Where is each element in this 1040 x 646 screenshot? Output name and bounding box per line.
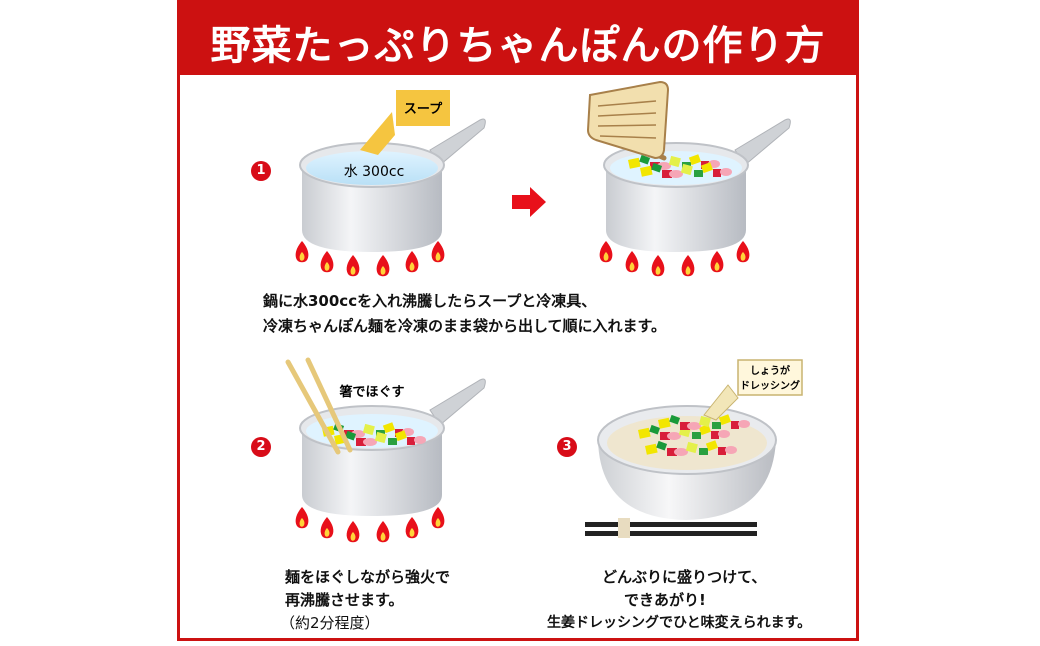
- water-label: 水 300cc: [344, 164, 405, 180]
- step-badge-2: 2: [251, 437, 271, 457]
- step1-desc-line1: 鍋に水300ccを入れ沸騰したらスープと冷凍具、: [263, 292, 597, 310]
- step2-desc-line2: 再沸騰させます。: [285, 591, 404, 609]
- dressing-label-line1: しょうが: [750, 364, 791, 377]
- step3-desc-line3: 生姜ドレッシングでひと味変えられます。: [547, 615, 812, 631]
- chopsticks-label: 箸でほぐす: [339, 384, 404, 400]
- arrow-right-icon: [512, 187, 546, 217]
- bowl-icon: [597, 405, 777, 520]
- dressing-packet-icon: [703, 359, 803, 421]
- recipe-card: 野菜たっぷりちゃんぽんの作り方: [177, 0, 859, 641]
- chopsticks-icon: [285, 357, 353, 455]
- step-badge-1: 1: [251, 161, 271, 181]
- pot-icon: [603, 118, 791, 252]
- step3-desc-line2: できあがり!: [624, 591, 706, 609]
- page-title: 野菜たっぷりちゃんぽんの作り方: [210, 23, 826, 69]
- step1-desc-line2: 冷凍ちゃんぽん麺を冷凍のまま袋から出して順に入れます。: [263, 317, 667, 335]
- step-badge-3: 3: [557, 437, 577, 457]
- step2-desc-line1: 麺をほぐしながら強火で: [285, 568, 451, 586]
- step2-desc-line3: （約2分程度）: [280, 614, 380, 632]
- step3-desc-line1: どんぶりに盛りつけて、: [602, 568, 767, 586]
- soup-packet-icon: [360, 90, 450, 155]
- chopsticks-icon: [585, 518, 757, 538]
- pot-icon: [299, 118, 486, 252]
- title-bar: 野菜たっぷりちゃんぽんの作り方: [180, 3, 856, 75]
- soup-label: スープ: [404, 102, 443, 117]
- spatula-icon: [586, 80, 670, 161]
- dressing-label-line2: ドレッシング: [740, 379, 800, 392]
